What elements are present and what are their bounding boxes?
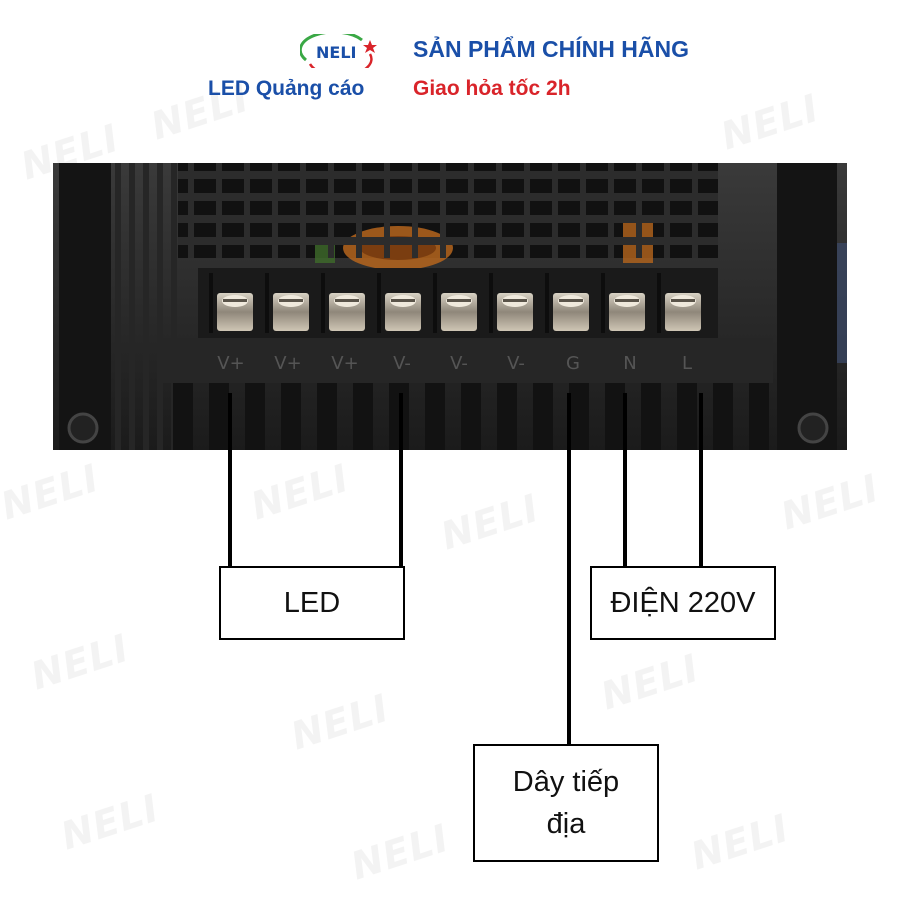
terminal-label: L	[682, 353, 692, 374]
brand-title: SẢN PHẨM CHÍNH HÃNG	[413, 36, 689, 62]
neli-logo: NELI	[298, 30, 380, 78]
tagline-led: LED Quảng cáo	[208, 77, 365, 100]
terminal-label: G	[566, 353, 580, 374]
led-label-box: LED	[219, 566, 405, 640]
terminal-label: N	[623, 353, 636, 374]
ground-label-box: Dây tiếp địa	[473, 744, 659, 862]
star-icon	[363, 40, 377, 53]
terminal-label: V+	[331, 353, 358, 374]
power-label-box: ĐIỆN 220V	[590, 566, 776, 640]
ground-label-line1: Dây tiếp	[512, 765, 620, 798]
wire-led-negative	[399, 393, 403, 568]
wire-ground	[567, 393, 571, 746]
led-label: LED	[283, 586, 341, 619]
terminal-label: V-	[450, 353, 468, 374]
terminal-label: V+	[217, 353, 244, 374]
wire-led-positive	[228, 393, 232, 568]
tagline-delivery: Giao hỏa tốc 2h	[413, 77, 571, 100]
terminal-label: V+	[274, 353, 301, 374]
terminal-label: V-	[393, 353, 411, 374]
power-supply-terminal-photo: V+ V+ V+ V- V- V- G N L	[53, 163, 847, 450]
wire-line	[699, 393, 703, 568]
power-label: ĐIỆN 220V	[610, 586, 756, 619]
logo-text: NELI	[316, 43, 356, 62]
terminal-label: V-	[507, 353, 525, 374]
ground-label-line2: địa	[546, 808, 586, 840]
wire-neutral	[623, 393, 627, 568]
